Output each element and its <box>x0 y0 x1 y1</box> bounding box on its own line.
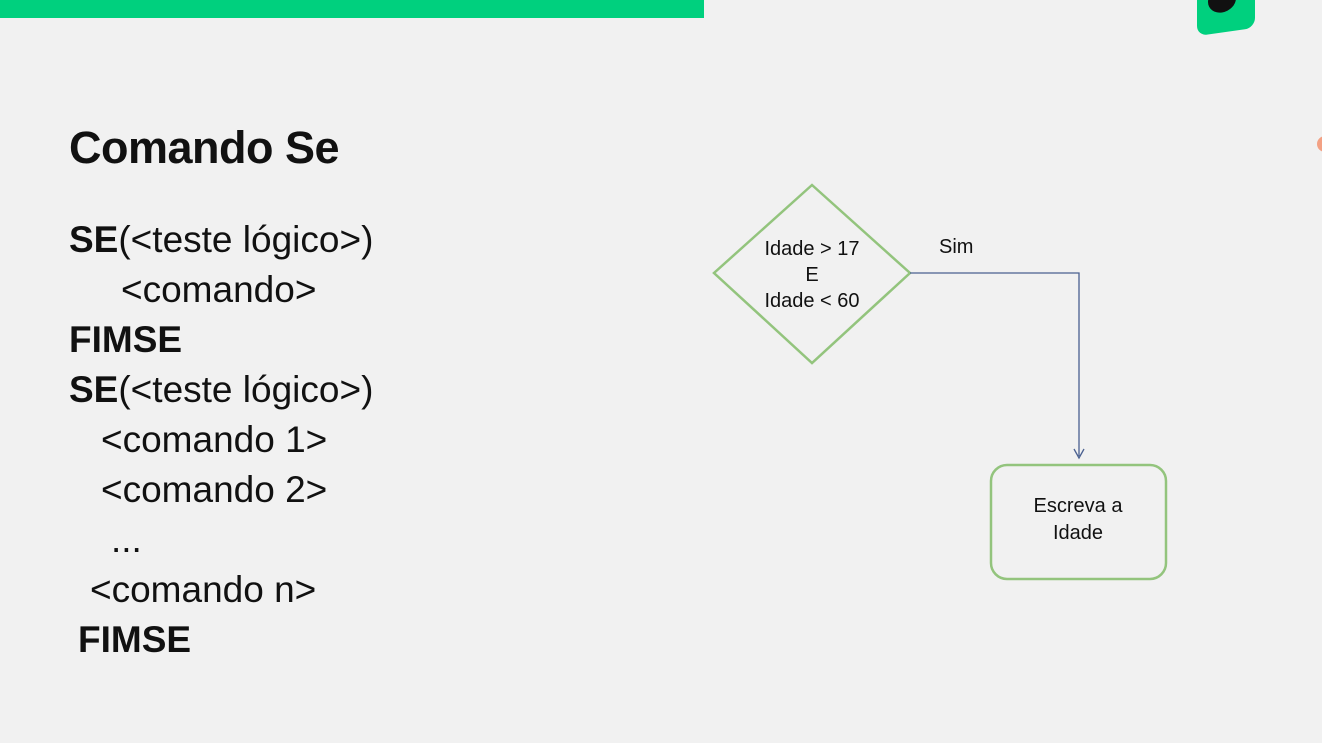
syntax-keyword: FIMSE <box>78 619 192 660</box>
syntax-text: ... <box>111 519 142 560</box>
syntax-line: <comando 1> <box>101 421 327 458</box>
syntax-text: <comando 2> <box>101 469 328 510</box>
syntax-line: SE(<teste lógico>) <box>69 371 373 408</box>
action-box <box>989 463 1168 581</box>
decision-line-2: E <box>805 264 818 286</box>
connector-arrowhead-icon <box>1073 448 1085 460</box>
syntax-line: SE(<teste lógico>) <box>69 221 373 258</box>
yes-connector <box>910 272 1080 456</box>
syntax-line: <comando 2> <box>101 471 327 508</box>
action-line-1: Escreva a <box>1034 495 1124 517</box>
syntax-keyword: SE <box>69 219 119 260</box>
slide-edge-marker <box>1317 136 1322 152</box>
yes-label: Sim <box>939 236 973 258</box>
syntax-line: <comando n> <box>90 571 316 608</box>
decision-diamond <box>712 183 912 365</box>
syntax-keyword: SE <box>69 369 119 410</box>
syntax-block: SE(<teste lógico>) <comando> FIMSE SE(<t… <box>69 0 569 743</box>
syntax-text: (<teste lógico>) <box>118 369 374 410</box>
decision-line-1: Idade > 17 <box>764 238 859 260</box>
action-line-2: Idade <box>1053 522 1103 544</box>
syntax-line: ... <box>111 521 142 558</box>
progress-bar <box>0 0 704 18</box>
syntax-text: (<teste lógico>) <box>118 219 374 260</box>
syntax-text: <comando 1> <box>101 419 328 460</box>
syntax-text: <comando n> <box>90 569 317 610</box>
syntax-keyword: FIMSE <box>69 319 183 360</box>
decision-line-3: Idade < 60 <box>764 290 859 312</box>
slide-title: Comando Se <box>69 122 340 173</box>
syntax-line: <comando> <box>121 271 316 308</box>
syntax-line: FIMSE <box>69 321 182 358</box>
syntax-text: <comando> <box>121 269 317 310</box>
syntax-line: FIMSE <box>78 621 191 658</box>
